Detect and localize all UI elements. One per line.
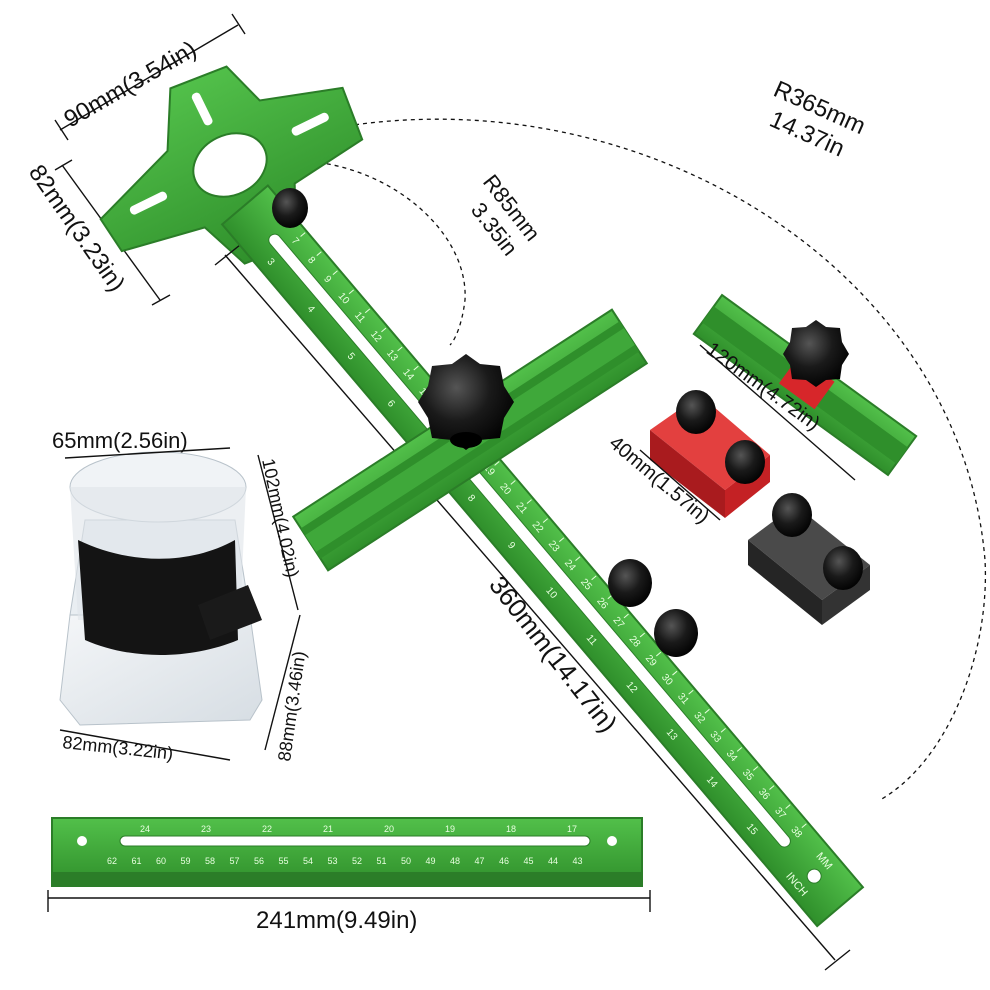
short-bottom-tick-label: 58 — [205, 856, 215, 866]
short-bottom-tick-label: 49 — [425, 856, 435, 866]
short-ruler-dimension-line — [47, 890, 651, 912]
mm-tick-label: 9 — [321, 274, 333, 286]
knob-mid — [608, 559, 652, 607]
inch-tick-label: 9 — [505, 540, 517, 552]
short-bottom-tick-label: 54 — [303, 856, 313, 866]
router-baseplate — [99, 65, 364, 265]
short-bottom-tick-label: 48 — [450, 856, 460, 866]
large-radius-arc — [299, 118, 987, 801]
short-top-tick-label: 23 — [201, 824, 211, 834]
mm-tick — [753, 766, 759, 771]
inch-tick-label: 4 — [305, 304, 317, 316]
main-ruler-dimension-line — [214, 244, 851, 971]
mm-tick — [736, 747, 743, 752]
short-bottom-tick-label: 61 — [131, 856, 141, 866]
mm-tick — [413, 365, 419, 371]
mm-tick — [526, 499, 532, 504]
short-bottom-tick-label: 60 — [156, 856, 166, 866]
knob-lower — [654, 609, 698, 657]
mm-tick — [655, 651, 662, 657]
mm-tick — [494, 461, 500, 466]
mm-tick — [639, 632, 646, 638]
inch-tick-label: 3 — [264, 256, 276, 268]
mm-tick — [510, 480, 516, 485]
gray-slide-block — [748, 493, 870, 625]
short-ruler: 24 23 22 21 20 19 18 17 62 61 60 59 58 57 56 55 54 53 52 51… — [51, 817, 643, 887]
router-dimension-lines — [59, 447, 301, 761]
router-height-base-label: 88mm(3.46in) — [274, 650, 309, 763]
mm-tick — [688, 689, 694, 695]
mm-tick — [364, 308, 371, 314]
short-bottom-tick-label: 55 — [278, 856, 288, 866]
router-base-width-label: 82mm(3.22in) — [62, 732, 175, 763]
mm-tick — [558, 537, 565, 542]
short-top-tick-label: 20 — [384, 824, 394, 834]
short-bottom-tick-label: 57 — [229, 856, 239, 866]
star-knob-large — [418, 354, 514, 450]
mm-tick — [575, 556, 581, 562]
mm-tick-label: 7 — [289, 236, 301, 248]
short-bottom-tick-label: 59 — [180, 856, 190, 866]
accessory-star-knob — [783, 320, 849, 387]
mm-tick — [785, 804, 791, 809]
short-bottom-tick-label: 47 — [474, 856, 484, 866]
mm-tick — [397, 346, 403, 352]
accessory-dimension-lines — [639, 344, 856, 521]
mm-tick — [300, 232, 306, 237]
mm-tick — [769, 785, 775, 790]
mm-tick — [672, 670, 678, 676]
short-bottom-tick-label: 53 — [327, 856, 337, 866]
short-top-tick-label: 21 — [323, 824, 333, 834]
short-top-tick-label: 22 — [262, 824, 272, 834]
short-bottom-tick-label: 44 — [548, 856, 558, 866]
inch-tick-label: 8 — [465, 493, 477, 505]
mm-tick — [348, 289, 354, 295]
mm-tick — [720, 728, 726, 733]
inch-tick-label: 6 — [385, 398, 397, 410]
mm-tick — [332, 270, 338, 276]
router-diameter-label: 65mm(2.56in) — [52, 428, 188, 453]
red-slide-block — [650, 390, 770, 518]
mm-tick — [704, 708, 710, 714]
mm-tick — [316, 251, 322, 256]
short-bottom-tick-label: 45 — [523, 856, 533, 866]
short-bottom-tick-label: 46 — [499, 856, 509, 866]
short-ruler-length-label: 241mm(9.49in) — [256, 907, 417, 934]
mm-tick — [591, 575, 597, 581]
short-bottom-tick-label: 62 — [107, 856, 117, 866]
inch-tick-label: 5 — [345, 351, 357, 363]
short-bottom-tick-label: 51 — [376, 856, 386, 866]
short-bottom-tick-label: 52 — [352, 856, 362, 866]
knob-top — [272, 188, 308, 228]
short-top-tick-label: 17 — [567, 824, 577, 834]
short-top-tick-label: 18 — [506, 824, 516, 834]
trim-router — [59, 451, 263, 726]
short-bottom-tick-label: 56 — [254, 856, 264, 866]
mm-tick — [801, 823, 807, 828]
short-bottom-tick-label: 43 — [572, 856, 582, 866]
mm-tick — [381, 327, 387, 333]
short-bottom-tick-label: 50 — [401, 856, 411, 866]
mm-tick — [542, 518, 549, 523]
mm-tick — [623, 613, 629, 619]
short-top-tick-label: 19 — [445, 824, 455, 834]
mm-tick-label: 8 — [305, 255, 317, 267]
short-top-tick-label: 24 — [140, 824, 150, 834]
